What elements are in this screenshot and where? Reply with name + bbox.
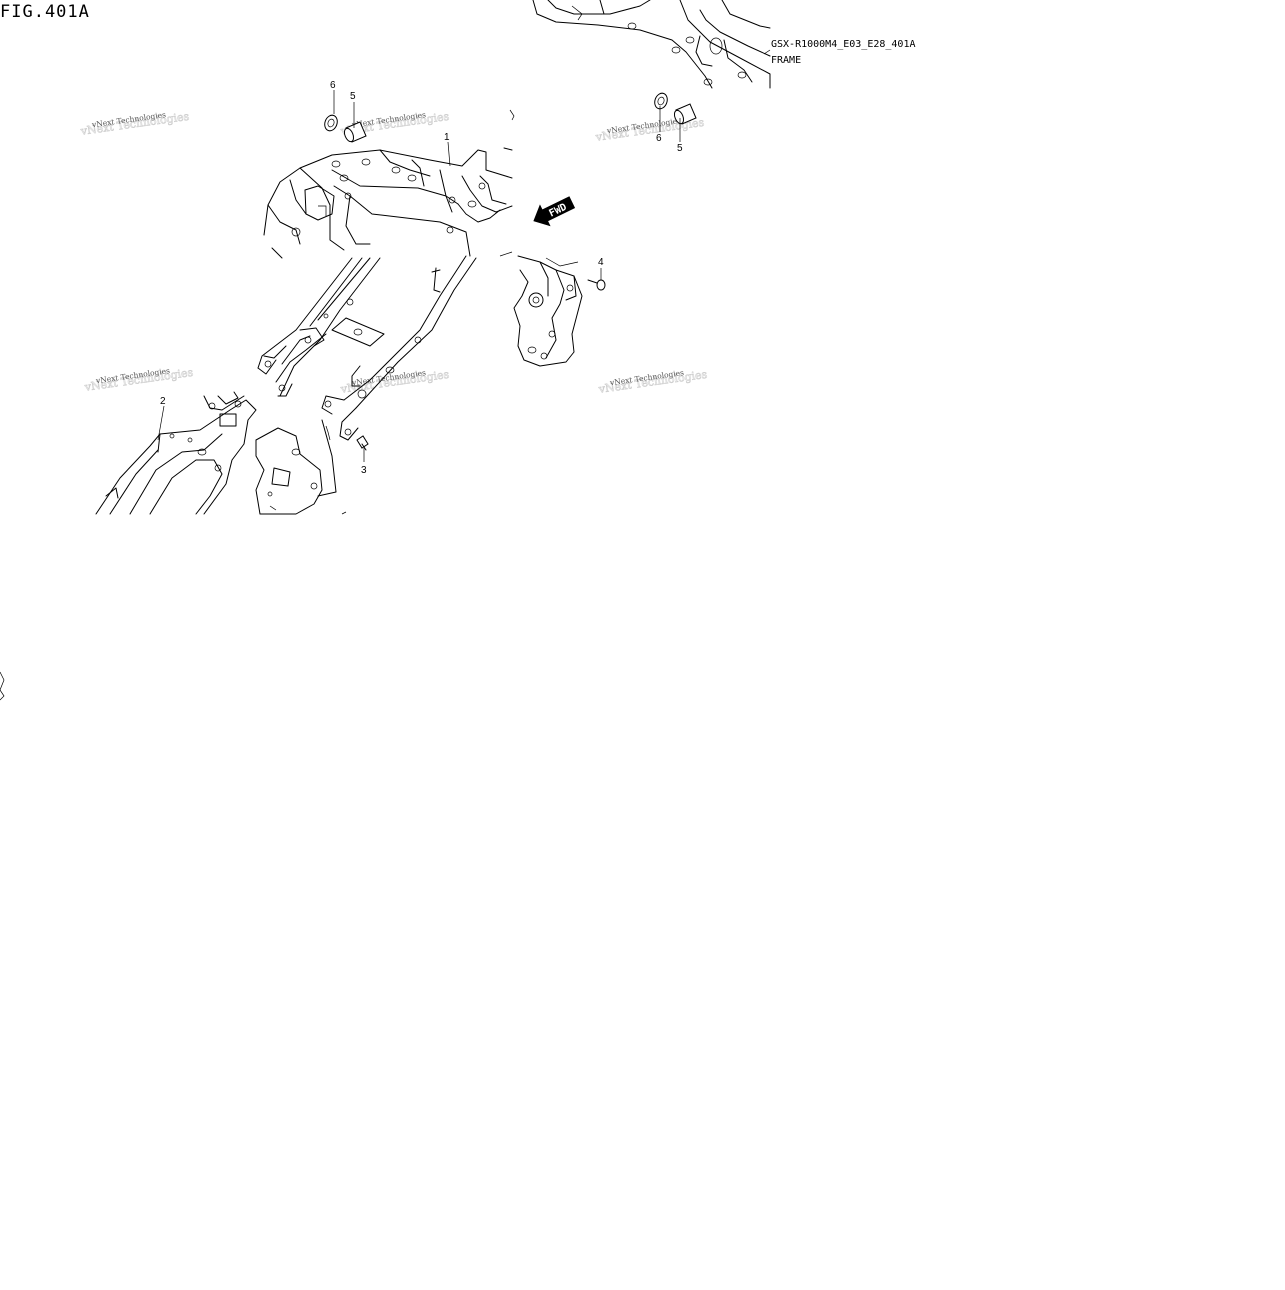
damper-left [324, 114, 338, 132]
callout-6-left: 6 [330, 80, 336, 91]
frame-rails [257, 255, 477, 441]
callout-2: 2 [160, 396, 166, 407]
callout-labels: 1 2 3 4 5 6 5 6 [160, 80, 683, 476]
pivot-bracket [513, 255, 583, 367]
seat-rail-subframe [95, 391, 347, 515]
frame-detail-top-right [532, 0, 771, 89]
figure-title: FIG.401A [0, 2, 90, 22]
fwd-arrow-icon: FWD [533, 196, 576, 227]
callout-5-right: 5 [677, 143, 683, 154]
callout-4: 4 [598, 257, 604, 268]
callout-leaders [157, 90, 681, 462]
collar-right [673, 103, 697, 125]
figure-code: GSX-R1000M4_E03_E28_401A [771, 39, 916, 50]
main-frame [263, 109, 515, 259]
callout-3: 3 [361, 465, 367, 476]
callout-6-right: 6 [656, 133, 662, 144]
callout-5-left: 5 [350, 91, 356, 102]
callout-1: 1 [444, 132, 450, 143]
bolt-4 [587, 279, 606, 291]
bolt-3 [356, 435, 369, 451]
edge-fragment [0, 671, 5, 701]
watermark-group: vNext Technologies vNext Technologies vN… [79, 109, 709, 396]
figure-name: FRAME [771, 55, 801, 66]
collar-left [343, 121, 367, 143]
damper-right [654, 92, 668, 110]
